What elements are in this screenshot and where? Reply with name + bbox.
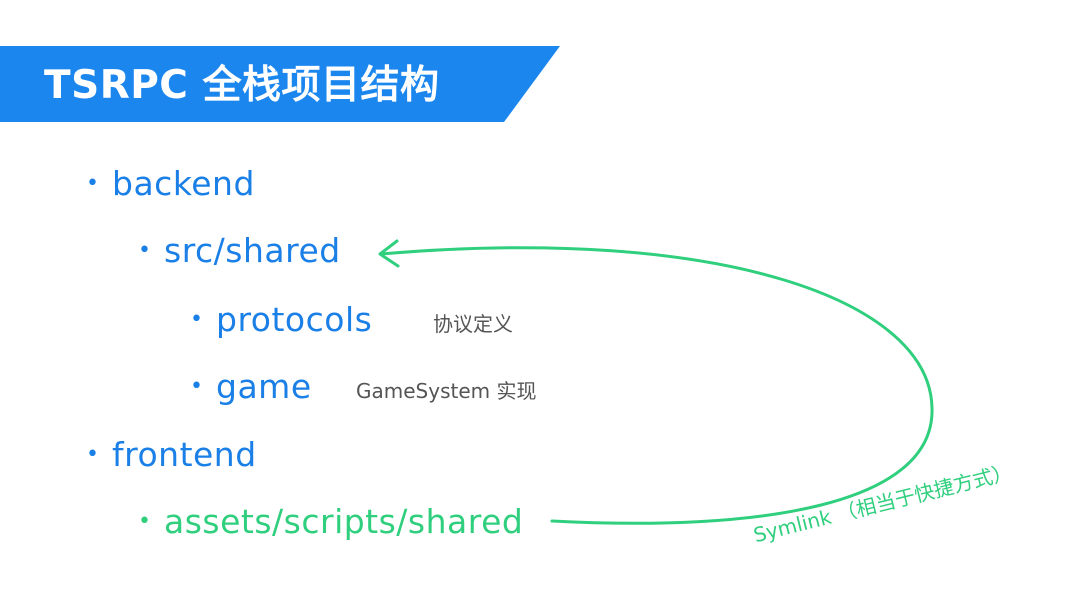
tree-item-frontend: • frontend (86, 435, 257, 475)
bullet-icon: • (86, 171, 99, 196)
tree-label-game: game (216, 367, 312, 406)
symlink-arrow-path (379, 246, 934, 525)
bullet-icon: • (190, 307, 203, 332)
bullet-icon: • (190, 374, 203, 399)
page-title: TSRPC 全栈项目结构 (44, 63, 440, 108)
tree-item-backend: • backend (86, 164, 255, 204)
tree-item-src-shared: • src/shared (138, 231, 341, 271)
bullet-icon: • (86, 442, 99, 467)
tree-label-assets-shared: assets/scripts/shared (164, 502, 524, 541)
note-game: GameSystem 实现 (356, 379, 537, 403)
tree-label-backend: backend (112, 164, 255, 203)
tree-item-game: • game (190, 367, 312, 407)
tree-label-protocols: protocols (216, 300, 373, 339)
bullet-icon: • (138, 238, 151, 263)
bullet-icon: • (138, 509, 151, 534)
title-banner (0, 46, 560, 122)
note-protocols: 协议定义 (433, 312, 513, 336)
tree-label-frontend: frontend (112, 435, 257, 474)
arrowhead-icon (378, 239, 400, 268)
tree-label-src-shared: src/shared (164, 231, 341, 270)
tree-item-protocols: • protocols (190, 300, 372, 340)
tree-item-assets-shared: • assets/scripts/shared (138, 502, 523, 542)
